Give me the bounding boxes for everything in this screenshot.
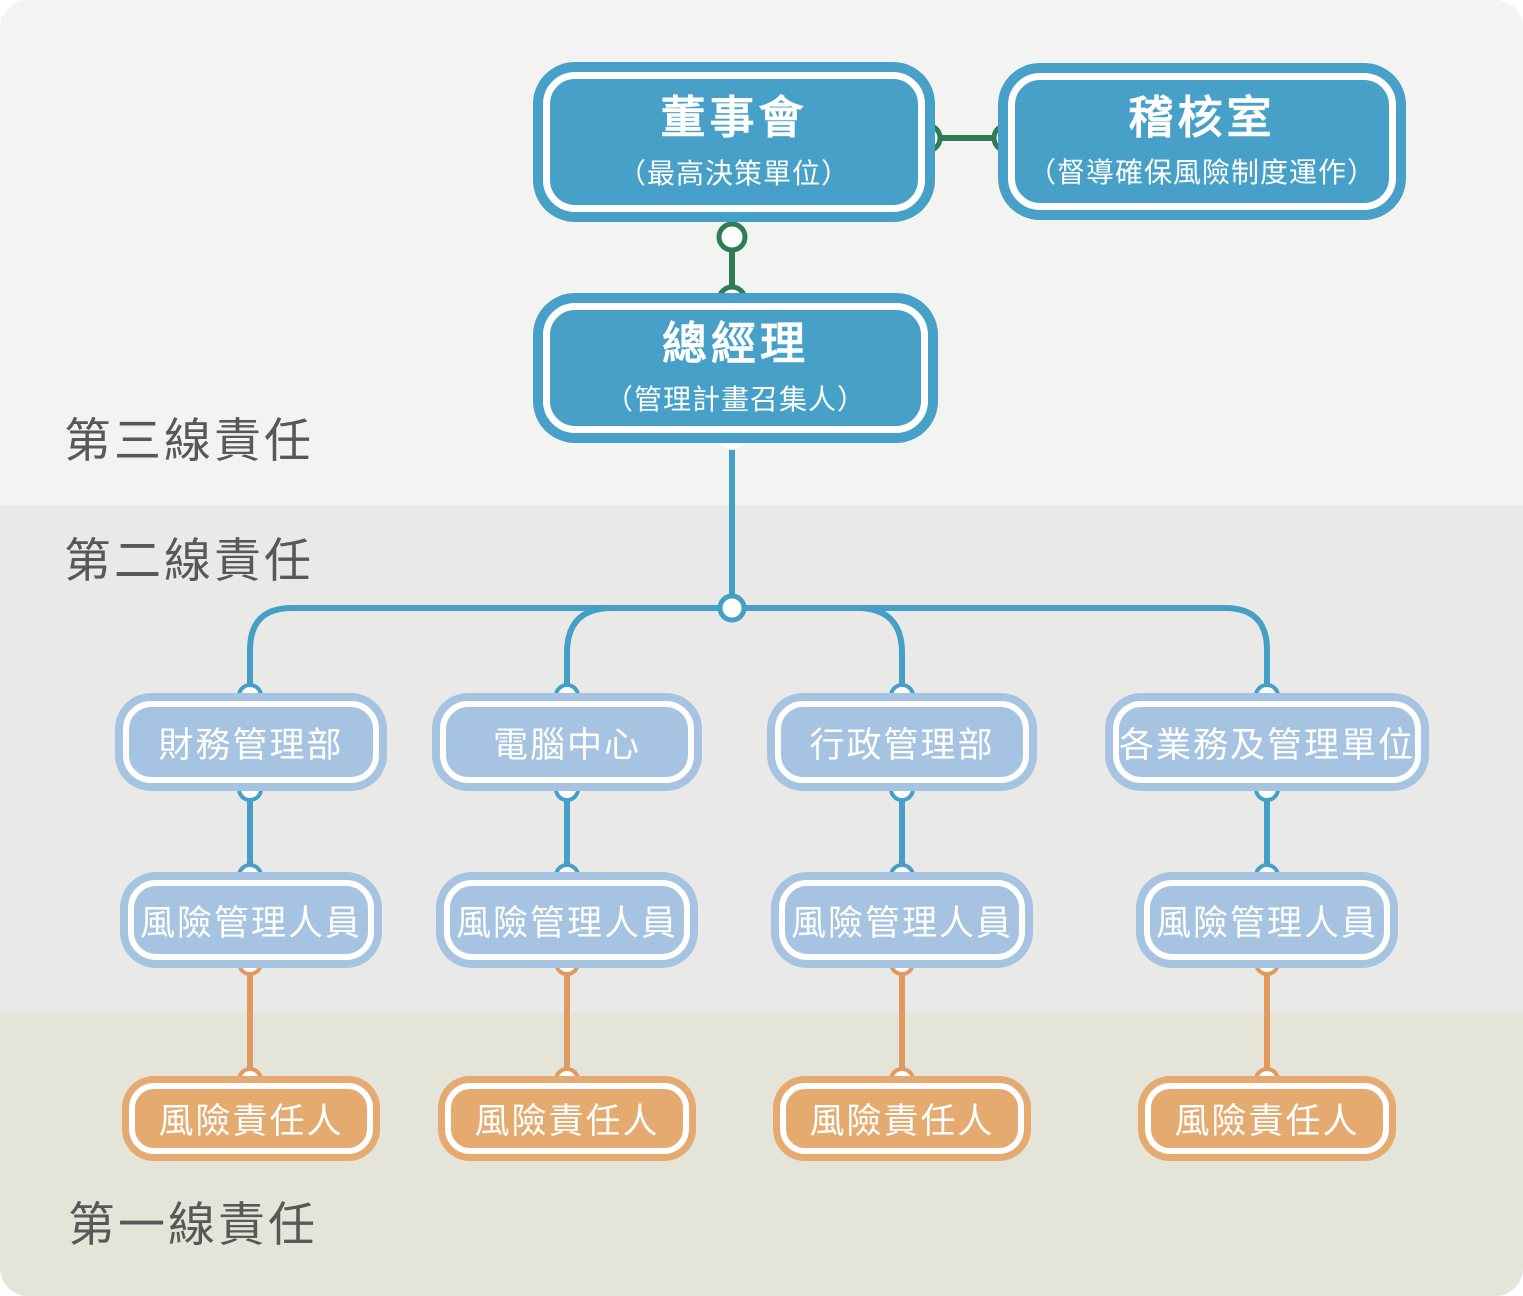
org-box-dept-computer-center: 電腦中心 bbox=[432, 693, 702, 791]
org-box-risk-owner-1: 風險責任人 bbox=[122, 1076, 380, 1161]
risk-owner-name: 風險責任人 bbox=[1174, 1102, 1360, 1141]
org-box-dept-administration: 行政管理部 bbox=[767, 693, 1037, 791]
org-box-board: 董事會 （最高決策單位） bbox=[533, 62, 935, 222]
board-subtitle: （最高決策單位） bbox=[617, 157, 850, 189]
org-box-dept-finance: 財務管理部 bbox=[115, 693, 387, 791]
org-box-risk-owner-3: 風險責任人 bbox=[773, 1076, 1031, 1161]
risk-manager-name: 風險管理人員 bbox=[139, 903, 362, 943]
risk-owner-name: 風險責任人 bbox=[158, 1102, 344, 1141]
risk-manager-name: 風險管理人員 bbox=[790, 903, 1013, 943]
org-box-audit: 稽核室 （督導確保風險制度運作） bbox=[998, 63, 1406, 220]
org-box-risk-manager-4: 風險管理人員 bbox=[1136, 872, 1398, 968]
audit-title: 稽核室 bbox=[1128, 91, 1276, 143]
risk-owner-name: 風險責任人 bbox=[809, 1102, 995, 1141]
dept-name: 財務管理部 bbox=[158, 725, 344, 765]
zone-label-second-line: 第二線責任 bbox=[64, 534, 314, 587]
org-box-risk-owner-4: 風險責任人 bbox=[1138, 1076, 1396, 1161]
audit-subtitle: （督導確保風險制度運作） bbox=[1027, 157, 1376, 189]
risk-manager-name: 風險管理人員 bbox=[1155, 903, 1378, 943]
org-box-dept-business-units: 各業務及管理單位 bbox=[1105, 693, 1429, 791]
org-box-risk-owner-2: 風險責任人 bbox=[438, 1076, 696, 1161]
org-box-risk-manager-3: 風險管理人員 bbox=[771, 872, 1033, 968]
dept-name: 各業務及管理單位 bbox=[1118, 725, 1415, 765]
gm-title: 總經理 bbox=[661, 318, 809, 370]
board-title: 董事會 bbox=[660, 92, 808, 144]
risk-owner-name: 風險責任人 bbox=[474, 1102, 660, 1141]
zone-label-third-line: 第三線責任 bbox=[64, 414, 314, 467]
org-box-general-manager: 總經理 （管理計畫召集人） bbox=[533, 293, 938, 443]
zone-label-first-line: 第一線責任 bbox=[68, 1198, 318, 1251]
org-box-risk-manager-2: 風險管理人員 bbox=[436, 872, 698, 968]
gm-subtitle: （管理計畫召集人） bbox=[604, 383, 866, 415]
org-box-risk-manager-1: 風險管理人員 bbox=[120, 872, 382, 968]
risk-manager-name: 風險管理人員 bbox=[455, 903, 678, 943]
dept-name: 電腦中心 bbox=[492, 725, 641, 765]
dept-name: 行政管理部 bbox=[809, 725, 995, 765]
